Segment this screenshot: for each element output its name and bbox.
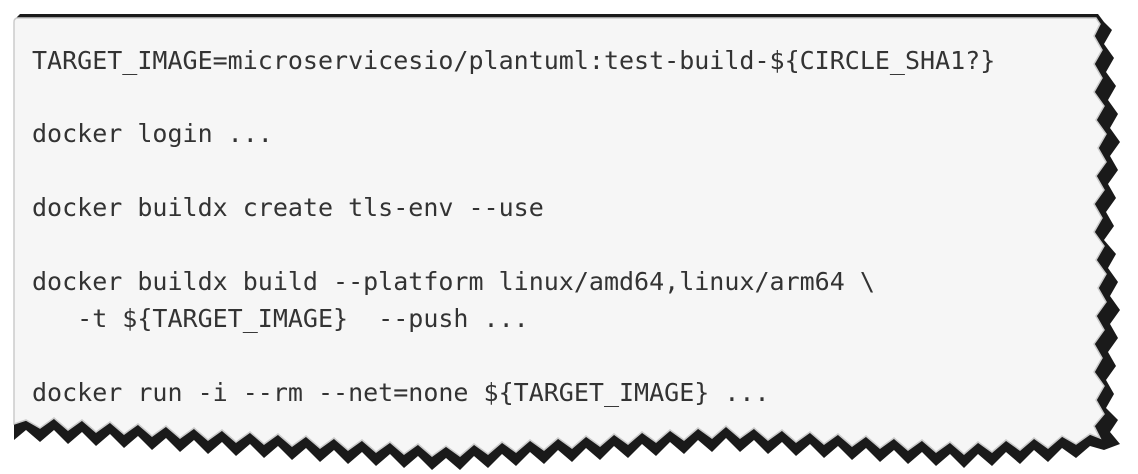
code-line-build-args: -t ${TARGET_IMAGE} --push ... bbox=[32, 304, 529, 333]
code-line-buildx-create: docker buildx create tls-env --use bbox=[32, 193, 544, 222]
code-line-target-image: TARGET_IMAGE=microservicesio/plantuml:te… bbox=[32, 46, 996, 75]
code-line-buildx-build: docker buildx build --platform linux/amd… bbox=[32, 267, 875, 296]
code-panel-background bbox=[13, 17, 1107, 457]
code-line-docker-login: docker login ... bbox=[32, 119, 273, 148]
code-line-docker-run: docker run -i --rm --net=none ${TARGET_I… bbox=[32, 378, 770, 407]
